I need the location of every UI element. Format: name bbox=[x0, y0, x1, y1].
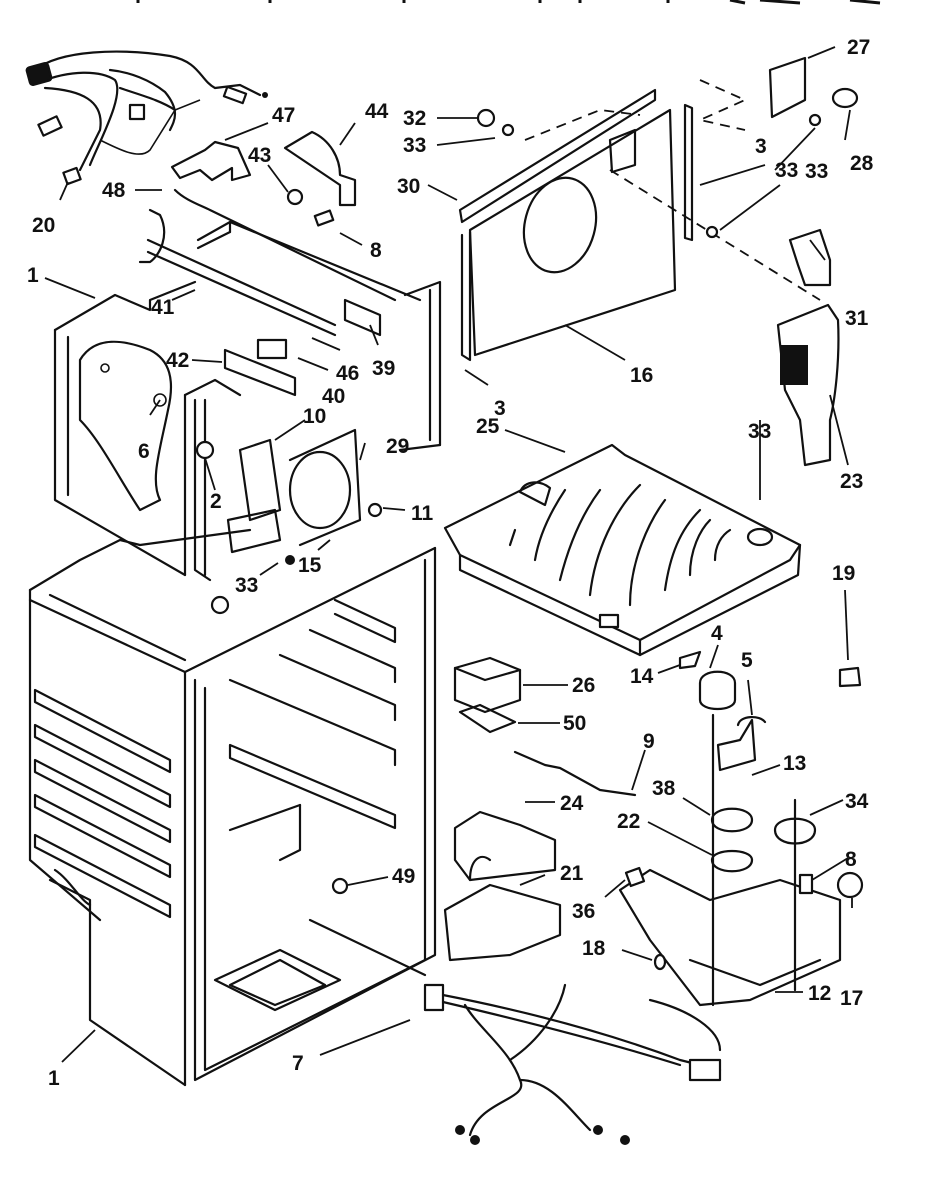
callout-36: 36 bbox=[572, 900, 595, 923]
callout-46: 46 bbox=[336, 362, 359, 385]
callout-33: 33 bbox=[805, 160, 828, 183]
callout-38: 38 bbox=[652, 777, 676, 800]
callout-32: 32 bbox=[403, 107, 426, 130]
callout-7: 7 bbox=[292, 1052, 304, 1075]
callout-8: 8 bbox=[845, 848, 857, 871]
ice-chute-23 bbox=[776, 228, 840, 467]
callout-16: 16 bbox=[630, 364, 653, 387]
callout-31: 31 bbox=[845, 307, 869, 330]
cabinet-liner bbox=[28, 528, 437, 1087]
callout-34: 34 bbox=[845, 790, 869, 813]
callout-leaders bbox=[44, 46, 853, 1063]
bracket-27-knob-28 bbox=[768, 56, 859, 127]
callout-33: 33 bbox=[235, 574, 258, 597]
freezer-housing bbox=[53, 188, 442, 582]
callout-29: 29 bbox=[386, 435, 409, 458]
callout-17: 17 bbox=[840, 987, 863, 1010]
insulation-piece-47 bbox=[170, 140, 252, 182]
callout-22: 22 bbox=[617, 810, 640, 833]
callout-21: 21 bbox=[560, 862, 584, 885]
drip-tray-25 bbox=[443, 443, 802, 657]
callout-labels: 27 28 32 33 30 3 33 33 31 16 3 25 33 23 … bbox=[27, 36, 874, 1090]
callout-42: 42 bbox=[166, 349, 189, 372]
callout-1: 1 bbox=[48, 1067, 60, 1090]
callout-23: 23 bbox=[840, 470, 863, 493]
callout-5: 5 bbox=[741, 649, 753, 672]
callout-3: 3 bbox=[494, 397, 506, 420]
callout-50: 50 bbox=[563, 712, 586, 735]
callout-18: 18 bbox=[582, 937, 606, 960]
callout-25: 25 bbox=[476, 415, 500, 438]
upper-wire-harness bbox=[25, 50, 268, 186]
callout-24: 24 bbox=[560, 792, 584, 815]
callout-15: 15 bbox=[298, 554, 322, 577]
callout-4: 4 bbox=[711, 622, 723, 645]
callout-33: 33 bbox=[775, 159, 798, 182]
callout-26: 26 bbox=[572, 674, 595, 697]
callout-39: 39 bbox=[372, 357, 395, 380]
control-parts bbox=[443, 656, 637, 962]
top-edge-marks bbox=[136, 0, 881, 5]
callout-9: 9 bbox=[643, 730, 655, 753]
grommet-49 bbox=[331, 877, 349, 895]
fasteners-43-8 bbox=[286, 188, 335, 227]
callout-48: 48 bbox=[102, 179, 126, 202]
callout-49: 49 bbox=[392, 865, 415, 888]
callout-28: 28 bbox=[850, 152, 874, 175]
callout-41: 41 bbox=[151, 296, 175, 319]
callout-6: 6 bbox=[138, 440, 150, 463]
callout-47: 47 bbox=[272, 104, 295, 127]
callout-13: 13 bbox=[783, 752, 806, 775]
callout-2: 2 bbox=[210, 490, 222, 513]
callout-40: 40 bbox=[322, 385, 345, 408]
callout-44: 44 bbox=[365, 100, 389, 123]
callout-10: 10 bbox=[303, 405, 326, 428]
callout-14: 14 bbox=[630, 665, 654, 688]
rear-panel-16 bbox=[458, 79, 821, 362]
callout-19: 19 bbox=[832, 562, 855, 585]
callout-1: 1 bbox=[27, 264, 39, 287]
callout-8: 8 bbox=[370, 239, 382, 262]
callout-27: 27 bbox=[847, 36, 870, 59]
callout-43: 43 bbox=[248, 144, 271, 167]
lower-wire-harness bbox=[423, 983, 722, 1145]
callout-11: 11 bbox=[411, 502, 434, 525]
callout-33: 33 bbox=[748, 420, 771, 443]
callout-30: 30 bbox=[397, 175, 420, 198]
callout-3: 3 bbox=[755, 135, 767, 158]
callout-12: 12 bbox=[808, 982, 831, 1005]
cover-44 bbox=[283, 130, 357, 207]
callout-20: 20 bbox=[32, 214, 55, 237]
callout-33: 33 bbox=[403, 134, 426, 157]
ice-maker-small-parts bbox=[618, 650, 864, 1007]
